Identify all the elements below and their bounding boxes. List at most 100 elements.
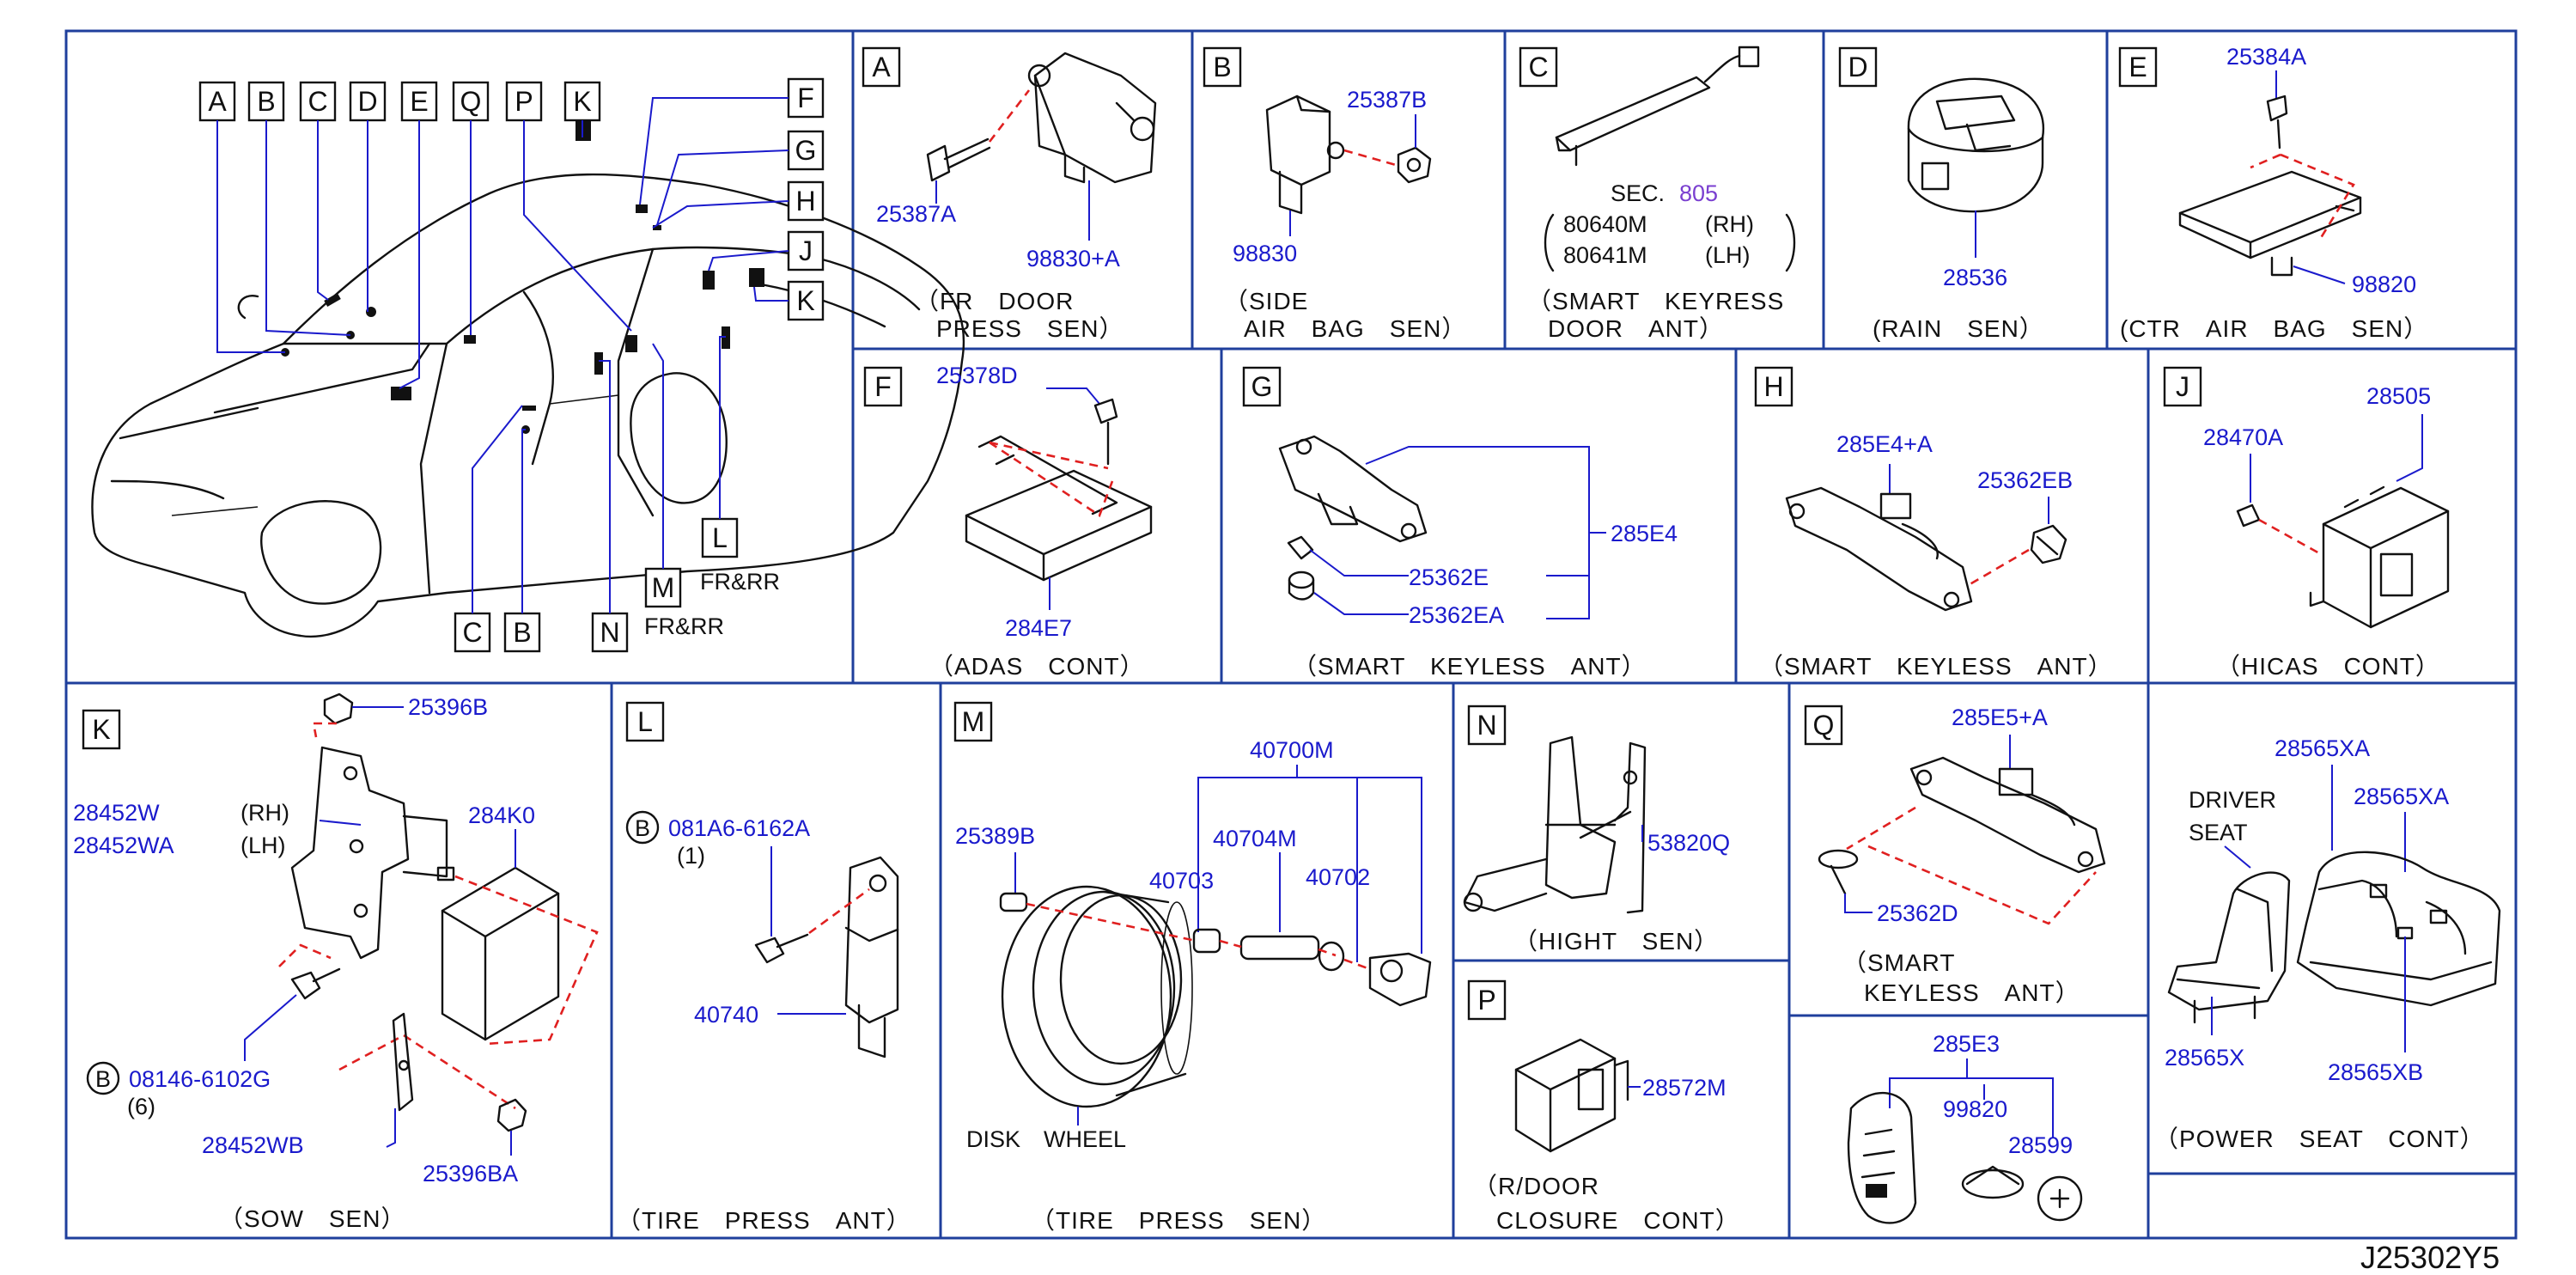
- caption-g: （SMART KEYLESS ANT）: [1293, 653, 1647, 680]
- sensor-box-drawing: [436, 866, 560, 1041]
- nut-drawing: [1397, 146, 1432, 184]
- caption-h: （SMART KEYLESS ANT）: [1759, 653, 2113, 680]
- callout-l: L: [712, 522, 728, 553]
- part-25396b: 25396B: [408, 694, 488, 720]
- callout-d: D: [357, 86, 377, 117]
- part-28452wb: 28452WB: [202, 1132, 304, 1158]
- part-28599: 28599: [2008, 1132, 2073, 1158]
- door-closure-control-drawing: [1514, 1038, 1629, 1153]
- part-081a6-6162a: 081A6-6162A: [668, 815, 810, 841]
- caption-seat: （POWER SEAT CONT）: [2154, 1126, 2485, 1152]
- callout-c: C: [308, 86, 327, 117]
- panel-p-letter: P: [1477, 985, 1495, 1016]
- rear-seat-drawing: [2296, 851, 2501, 1007]
- callout-a: A: [208, 86, 227, 117]
- panel-m: M 40700M 40704M 40703 40702 25389B DISK …: [953, 701, 1432, 1234]
- side-airbag-sensor-drawing: [1265, 95, 1345, 215]
- hicas-control-drawing: [2236, 485, 2450, 629]
- part-28470a: 28470A: [2203, 424, 2283, 450]
- part-25362d: 25362D: [1877, 900, 1958, 926]
- frame-grid: [64, 29, 2518, 1240]
- part-99820: 99820: [1943, 1096, 2007, 1122]
- panel-a: A 25387A 98830+A （FR DOOR PRESS SEN）: [862, 46, 1157, 342]
- driver-label: DRIVER: [2189, 787, 2276, 813]
- part-28536: 28536: [1943, 265, 2007, 290]
- caption-m: （TIRE PRESS SEN）: [1031, 1207, 1326, 1234]
- part-40703: 40703: [1149, 868, 1214, 894]
- callout-n: N: [600, 617, 619, 648]
- caption-n: （HIGHT SEN）: [1513, 928, 1719, 955]
- callout-k-top: K: [573, 86, 591, 117]
- panel-p: P 28572M （R/DOOR CLOSURE CONT）: [1467, 979, 1739, 1234]
- panel-g: G 285E4 25362E 25362EA （SMART KEYLESS AN…: [1242, 366, 1678, 680]
- panel-b: B 25387B 98830 （SIDE AIR BAG SEN）: [1203, 46, 1465, 342]
- screw-q-drawing: [1818, 849, 1859, 895]
- part-25362e: 25362E: [1409, 564, 1489, 590]
- callout-c-bottom: C: [462, 617, 482, 648]
- part-25362eb: 25362EB: [1977, 467, 2073, 493]
- panel-c: C SEC. 805 80640M (RH) 80641M (LH) （SMAR…: [1519, 46, 1796, 342]
- panel-j: J 28505 28470A （HICAS CONT）: [2163, 366, 2450, 680]
- rain-sensor-drawing: [1907, 77, 2045, 213]
- callout-p: P: [515, 86, 533, 117]
- caption-c-line2: DOOR ANT）: [1548, 315, 1724, 342]
- diagram-code: J25302Y5: [2360, 1240, 2500, 1275]
- disk-wheel-label: DISK WHEEL: [966, 1126, 1126, 1152]
- caption-q-line2: KEYLESS ANT）: [1864, 979, 2080, 1006]
- caption-b-line1: （SIDE: [1224, 288, 1308, 314]
- part-40702: 40702: [1306, 864, 1370, 890]
- part-40700m: 40700M: [1250, 737, 1334, 763]
- bolt-symbol-l: B: [635, 815, 650, 841]
- callout-h: H: [795, 186, 815, 217]
- panel-a-letter: A: [872, 52, 891, 82]
- key-fob-drawing: [1847, 1091, 1917, 1224]
- part-285e4: 285E4: [1611, 521, 1678, 546]
- callout-b-bottom: B: [513, 617, 531, 648]
- bolt-k-drawing: [290, 967, 341, 1000]
- fr-rr-label-l: FR&RR: [700, 569, 780, 595]
- overview-callouts-right: F G H J K: [639, 77, 825, 321]
- tag-lh-k: (LH): [241, 833, 286, 858]
- callout-j: J: [799, 235, 813, 266]
- panel-d: D 28536 (RAIN SEN）: [1838, 46, 2045, 342]
- keyless-antenna-h-drawing: [1785, 486, 1973, 612]
- caption-j: （HICAS CONT）: [2216, 653, 2440, 680]
- bolt-drawing: [926, 137, 991, 182]
- battery-drawing: [2037, 1175, 2083, 1222]
- valve-assembly-drawing: [1026, 902, 1432, 1007]
- panel-h-letter: H: [1763, 371, 1783, 402]
- height-sensor-drawing: [1463, 735, 1647, 914]
- caption-d: (RAIN SEN）: [1873, 315, 2044, 342]
- panel-k-letter: K: [92, 714, 110, 745]
- tag-rh-k: (RH): [241, 800, 289, 826]
- part-40740: 40740: [694, 1002, 758, 1028]
- caption-e: (CTR AIR BAG SEN）: [2120, 315, 2428, 342]
- nut-bottom-drawing: [496, 1098, 527, 1132]
- panel-power-seat: 28565XA 28565XA DRIVER SEAT 28565X 28565…: [2154, 735, 2501, 1152]
- keyless-antenna-q-drawing: [1909, 756, 2106, 874]
- door-antenna-drawing: [1555, 46, 1760, 167]
- fr-rr-label-m: FR&RR: [644, 613, 724, 639]
- part-28572m: 28572M: [1642, 1075, 1726, 1101]
- panel-n-letter: N: [1477, 710, 1496, 741]
- callout-f: F: [797, 82, 814, 113]
- part-98820: 98820: [2352, 271, 2416, 297]
- part-40704m: 40704M: [1213, 826, 1297, 851]
- tag-lh-c: (LH): [1705, 242, 1751, 268]
- valve-cap-drawing: [999, 892, 1028, 912]
- panel-f: F 25378D 284E7 （ADAS CONT）: [863, 363, 1153, 680]
- part-98830: 98830: [1233, 241, 1297, 266]
- part-80640m: 80640M: [1563, 211, 1647, 237]
- callout-g: G: [795, 135, 817, 166]
- caption-p-line1: （R/DOOR: [1473, 1173, 1599, 1199]
- panel-l-letter: L: [637, 706, 653, 737]
- part-25362ea: 25362EA: [1409, 602, 1504, 628]
- caption-l: （TIRE PRESS ANT）: [617, 1207, 911, 1234]
- panel-e: E 25384A 98820 (CTR AIR BAG SEN）: [2118, 44, 2428, 342]
- panel-l: L B 081A6-6162A (1) 40740 （TIRE PRESS AN…: [617, 701, 911, 1234]
- part-25389b: 25389B: [955, 823, 1035, 849]
- qty-1: (1): [677, 843, 705, 869]
- panel-g-letter: G: [1251, 371, 1273, 402]
- panel-j-letter: J: [2176, 371, 2189, 402]
